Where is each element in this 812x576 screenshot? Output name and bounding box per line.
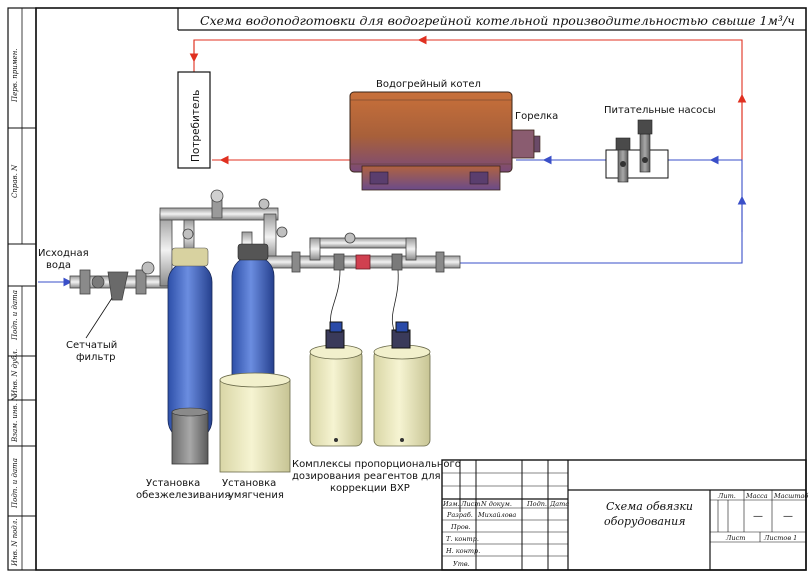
- stamp-perv-primen: Перв. примен.: [11, 48, 19, 103]
- role-razrab: Разраб.: [446, 511, 473, 519]
- role-utv: Утв.: [453, 560, 470, 568]
- sheet-label: Лист: [725, 534, 745, 542]
- softener-label-1: Установка: [222, 478, 276, 489]
- role-n-kontr: Н. контр.: [445, 547, 480, 555]
- deironing-salt-tank: [171, 411, 209, 465]
- hdr-izm: Изм.: [442, 500, 460, 508]
- softener-label-2: умягчения: [228, 490, 284, 501]
- treatment-piping: [69, 189, 461, 301]
- deironing-unit: [167, 247, 213, 465]
- hdr-list: Лист: [460, 500, 480, 508]
- doc-name-1: Схема обвязки: [606, 500, 693, 513]
- dosing-tank-2: [373, 269, 431, 447]
- mass-value: —: [753, 511, 763, 522]
- hdr-podp: Подп.: [526, 500, 547, 508]
- feed-pumps: Питательные насосы: [604, 105, 716, 183]
- stamp-podp-data-2: Подп. и дата: [11, 458, 19, 509]
- stamp-vzam-inv: Взам. инв. N: [11, 394, 19, 443]
- consumer-label: Потребитель: [190, 90, 202, 162]
- source-water-label-2: вода: [46, 260, 71, 271]
- source-water-label-1: Исходная: [38, 248, 89, 259]
- consumer: Потребитель: [177, 71, 211, 169]
- stamp-inv-podl: Инв. N подл.: [11, 519, 19, 567]
- role-prov: Пров.: [450, 523, 471, 531]
- dosing-tank-1: [309, 269, 363, 447]
- dosing-label-1: Комплексы пропорционального: [292, 459, 461, 470]
- developer-name: Михайлова: [477, 511, 516, 519]
- brine-tank: [219, 379, 291, 473]
- boiler-label: Водогрейный котел: [376, 79, 481, 90]
- hdr-doc: N докум.: [480, 500, 512, 508]
- side-stamp: Перв. примен. Справ. N Подп. и дата Инв.…: [7, 7, 37, 571]
- dosing-label-2: дозирования реагентов для: [292, 471, 440, 482]
- title-block-text: Изм. Лист N докум. Подп. Дата Разраб. Пр…: [442, 492, 808, 568]
- strainer-filter: [107, 271, 129, 301]
- diagram-title: Схема водоподготовки для водогрейной кот…: [200, 13, 795, 28]
- stamp-podp-data-1: Подп. и дата: [11, 290, 19, 341]
- scale-value: —: [783, 511, 793, 522]
- boiler-body: [349, 91, 513, 173]
- scale-label: Масштаб: [773, 492, 808, 500]
- lit-label: Лит.: [717, 492, 736, 500]
- dosing-label-3: коррекции ВХР: [330, 483, 410, 494]
- pumps-label: Питательные насосы: [604, 105, 716, 116]
- burner-label: Горелка: [515, 111, 558, 122]
- strainer-label-2: фильтр: [76, 352, 116, 363]
- role-t-kontr: Т. контр.: [446, 535, 479, 543]
- softener-unit: [219, 243, 291, 473]
- stamp-sprav-n: Справ. N: [11, 164, 19, 198]
- sheets-label: Листов 1: [763, 534, 797, 542]
- deironing-label-2: обезжелезивания: [136, 490, 230, 501]
- mass-label: Масса: [745, 492, 768, 500]
- hdr-data: Дата: [549, 500, 569, 508]
- deironing-label-1: Установка: [146, 478, 200, 489]
- doc-name-2: оборудования: [604, 515, 686, 528]
- cold-water-line: [38, 155, 747, 287]
- hot-water-line: [189, 35, 747, 165]
- stamp-inv-dubl: Инв. N дубл.: [11, 349, 19, 397]
- burner: [511, 129, 535, 159]
- strainer-label-1: Сетчатый: [66, 340, 117, 351]
- title-block: [441, 459, 807, 571]
- boiler: Водогрейный котел Горелка: [349, 79, 558, 191]
